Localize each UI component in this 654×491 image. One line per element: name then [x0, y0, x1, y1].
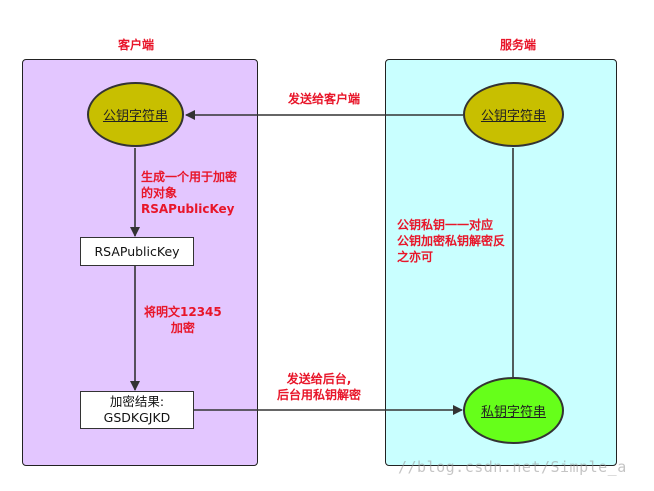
client-public-key-node: 公钥字符串	[87, 82, 184, 147]
server-title: 服务端	[499, 38, 536, 52]
generate-label-line1: 生成一个用于加密	[141, 170, 238, 184]
generate-label-line2: 的对象	[141, 186, 178, 200]
send-to-backend-line1: 发送给后台,	[286, 372, 352, 386]
encrypt-label-line2: 加密	[170, 321, 195, 335]
rsa-public-key-text: RSAPublicKey	[94, 243, 180, 259]
server-public-key-text: 公钥字符串	[480, 109, 546, 124]
generate-label: 生成一个用于加密 的对象 RSAPublicKey	[141, 169, 237, 217]
rsa-public-key-box: RSAPublicKey	[80, 237, 194, 266]
client-public-key-text: 公钥字符串	[102, 109, 168, 124]
server-private-key-node: 私钥字符串	[463, 377, 564, 444]
send-to-client-label: 发送给客户端	[288, 92, 361, 106]
key-pair-label-line2: 公钥加密私钥解密反	[397, 234, 506, 248]
key-pair-label-line1: 公钥私钥一一对应	[397, 218, 494, 232]
encrypt-result-box: 加密结果: GSDKGJKD	[80, 391, 194, 429]
encrypt-label: 将明文12345 加密	[144, 304, 222, 336]
key-pair-label: 公钥私钥一一对应 公钥加密私钥解密反 之亦可	[397, 217, 505, 265]
encrypt-label-line1: 将明文12345	[144, 305, 222, 319]
encrypt-result-line1: 加密结果:	[109, 394, 165, 409]
encrypt-result-line2: GSDKGJKD	[103, 410, 171, 425]
server-private-key-text: 私钥字符串	[480, 405, 546, 420]
send-to-backend-line2: 后台用私钥解密	[277, 388, 362, 402]
client-title: 客户端	[117, 38, 154, 52]
watermark: //blog.csdn.net/Simple_a	[398, 458, 627, 476]
generate-label-line3: RSAPublicKey	[141, 202, 235, 216]
server-public-key-node: 公钥字符串	[463, 82, 564, 147]
key-pair-label-line3: 之亦可	[397, 250, 434, 264]
send-to-backend-label: 发送给后台, 后台用私钥解密	[277, 371, 361, 403]
